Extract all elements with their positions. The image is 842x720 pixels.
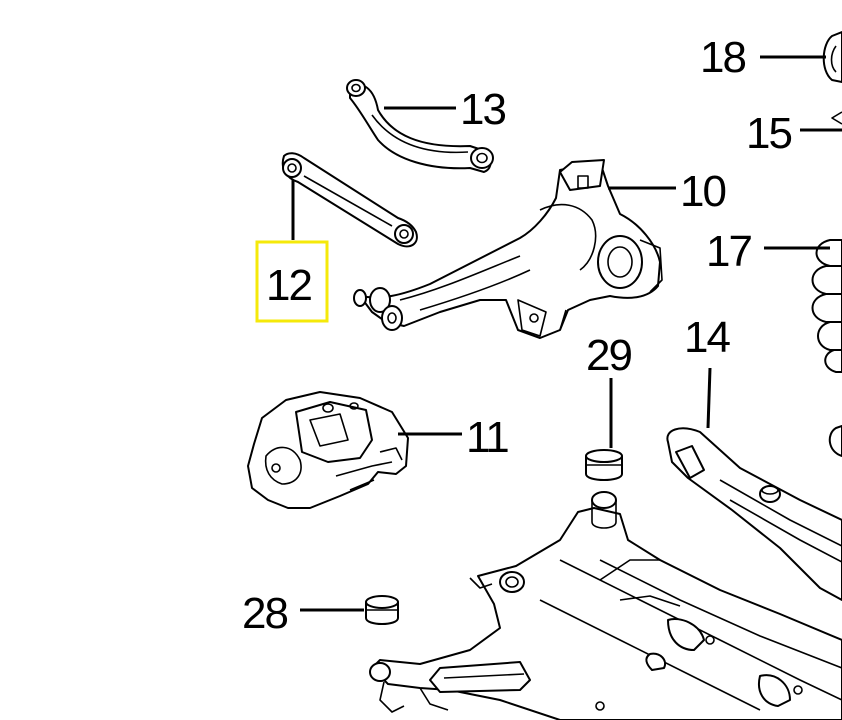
label-11[interactable]: 11 bbox=[466, 413, 510, 462]
label-15[interactable]: 15 bbox=[746, 109, 793, 158]
leader-14 bbox=[706, 367, 712, 429]
part-labels: 18 13 15 10 17 12 14 29 11 28 bbox=[242, 33, 793, 638]
part-28-bushing[interactable] bbox=[365, 595, 399, 625]
part-13-upper-arm[interactable] bbox=[346, 79, 494, 173]
part-18-top-mount[interactable] bbox=[822, 31, 842, 83]
part-14-lower-arm[interactable] bbox=[666, 427, 842, 601]
part-17-coil-spring[interactable] bbox=[811, 239, 842, 457]
subframe[interactable] bbox=[369, 491, 842, 720]
label-28[interactable]: 28 bbox=[242, 589, 289, 638]
label-29[interactable]: 29 bbox=[586, 331, 633, 380]
part-12-lateral-link[interactable] bbox=[281, 152, 418, 248]
part-12-highlight-box bbox=[255, 240, 329, 323]
part-29-bushing[interactable] bbox=[585, 449, 623, 481]
part-11-bracket[interactable] bbox=[247, 391, 409, 509]
label-14[interactable]: 14 bbox=[684, 313, 732, 362]
part-10-knuckle[interactable] bbox=[353, 159, 663, 339]
part-15-spring-seat[interactable] bbox=[831, 111, 842, 125]
label-10[interactable]: 10 bbox=[680, 167, 727, 216]
label-17[interactable]: 17 bbox=[706, 227, 753, 276]
leader-lines bbox=[291, 55, 842, 612]
label-18[interactable]: 18 bbox=[700, 33, 747, 82]
label-13[interactable]: 13 bbox=[460, 85, 507, 134]
label-12[interactable]: 12 bbox=[266, 261, 313, 310]
